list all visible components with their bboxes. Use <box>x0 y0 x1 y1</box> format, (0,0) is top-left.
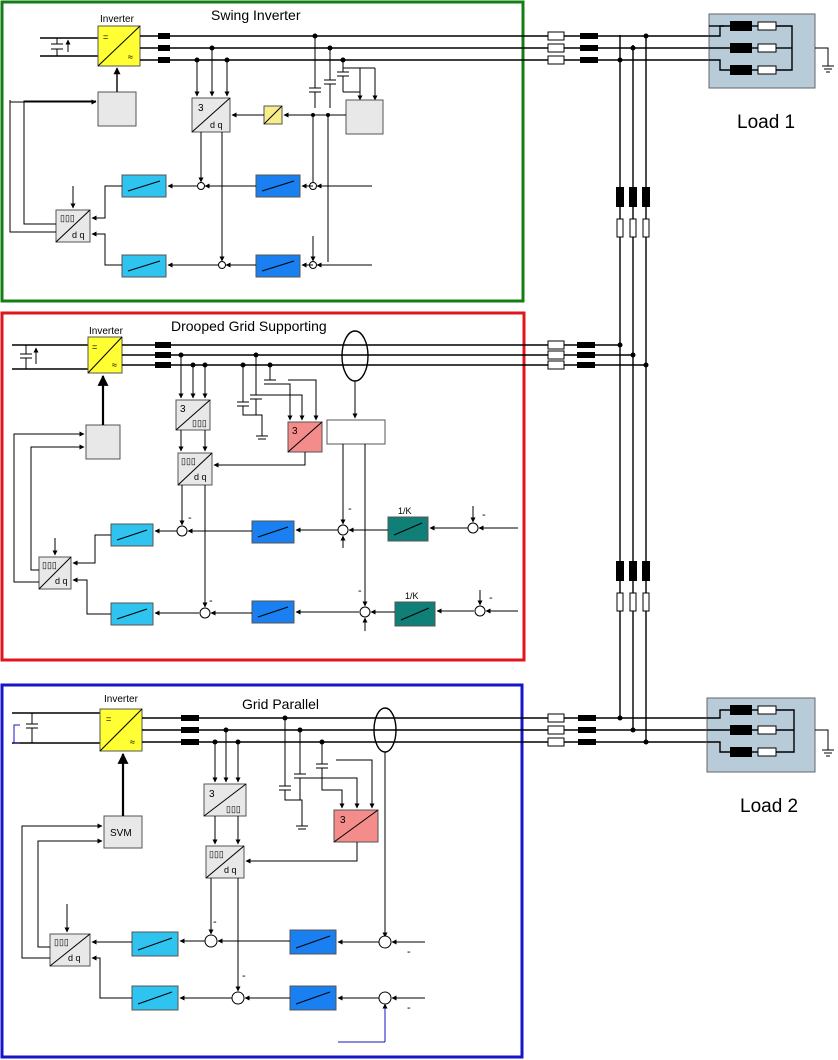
parallel-dc-symbol: = <box>106 714 111 724</box>
load-1 <box>708 13 834 89</box>
load-2-label: Load 2 <box>740 796 798 817</box>
droop-current-sensor <box>341 330 369 382</box>
parallel-minus-3: - <box>242 970 246 982</box>
droop-minus-4: - <box>209 595 213 607</box>
swing-three-phase-label: 3 <box>198 103 204 114</box>
line-impedance-2 <box>616 561 650 612</box>
interconnect-lines <box>619 35 647 742</box>
droop-dc-symbol: = <box>92 342 97 352</box>
load-1-label: Load 1 <box>737 112 795 133</box>
swing-dc-symbol: = <box>103 32 108 42</box>
droop-gain-2-label: 1/K <box>405 591 419 601</box>
parallel-controller-2 <box>289 929 337 955</box>
parallel-abc-label: ▯▯▯ <box>226 804 241 814</box>
drooped-grid-title: Drooped Grid Supporting <box>171 318 327 334</box>
swing-dq-label: d q <box>210 120 223 130</box>
swing-output-line <box>547 31 724 65</box>
droop-abc-in-label: ▯▯▯ <box>181 456 196 466</box>
droop-dq-label: d q <box>194 472 207 482</box>
parallel-minus-4: - <box>407 1002 411 1014</box>
droop-abc-label: ▯▯▯ <box>192 418 207 428</box>
parallel-output-line <box>547 713 722 747</box>
droop-gain-1 <box>387 516 429 542</box>
droop-inv-abc-label: ▯▯▯ <box>42 560 57 570</box>
parallel-controller-4 <box>289 985 337 1011</box>
parallel-dq-label: d q <box>224 865 237 875</box>
droop-minus-5: - <box>358 585 362 597</box>
load-2 <box>706 697 834 773</box>
grid-parallel-frame <box>0 683 524 1059</box>
droop-gain-1-label: 1/K <box>398 506 412 516</box>
droop-minus-1: - <box>188 512 192 524</box>
droop-minus-6: - <box>489 592 493 604</box>
droop-section: Inverter = ≈ <box>12 326 548 631</box>
droop-three-label: 3 <box>180 404 186 415</box>
parallel-three-label: 3 <box>209 789 215 800</box>
parallel-inv-dq-label: d q <box>68 953 81 963</box>
swing-ac-symbol: ≈ <box>128 52 133 62</box>
swing-inv-dq-label: d q <box>72 230 85 240</box>
droop-minus-2: - <box>348 503 352 515</box>
drooped-grid-frame <box>0 311 526 662</box>
droop-inv-dq-label: d q <box>55 576 68 586</box>
parallel-svm-block <box>103 815 143 849</box>
line-impedance-1 <box>616 187 650 238</box>
parallel-inv-abc-label: ▯▯▯ <box>54 937 69 947</box>
swing-inverter-title: Swing Inverter <box>211 7 301 23</box>
droop-pink-three-label: 3 <box>292 426 298 437</box>
swing-abc-label: ▯▯▯ <box>60 213 75 223</box>
droop-modulator-block <box>85 424 121 460</box>
droop-power-calc-block <box>326 419 386 445</box>
droop-inverter-label: Inverter <box>89 326 124 337</box>
droop-ac-symbol: ≈ <box>112 360 117 370</box>
swing-section: Inverter = ≈ <box>9 14 548 278</box>
grid-parallel-title: Grid Parallel <box>242 696 319 712</box>
parallel-section: Inverter = ≈ <box>12 694 548 1043</box>
swing-modulator-block <box>97 91 137 127</box>
parallel-minus-1: - <box>213 916 217 928</box>
parallel-abc-in-label: ▯▯▯ <box>209 849 224 859</box>
parallel-inverter-label: Inverter <box>104 694 139 705</box>
swing-inverter-label: Inverter <box>100 14 135 25</box>
swing-inverter-frame <box>0 0 525 303</box>
droop-minus-3: - <box>482 509 486 521</box>
parallel-ac-symbol: ≈ <box>130 737 135 747</box>
droop-output-line <box>547 340 649 370</box>
parallel-minus-2: - <box>407 946 411 958</box>
swing-measurement-block <box>345 99 384 135</box>
parallel-pink-three-label: 3 <box>340 815 346 826</box>
parallel-svm-label: SVM <box>110 828 132 839</box>
